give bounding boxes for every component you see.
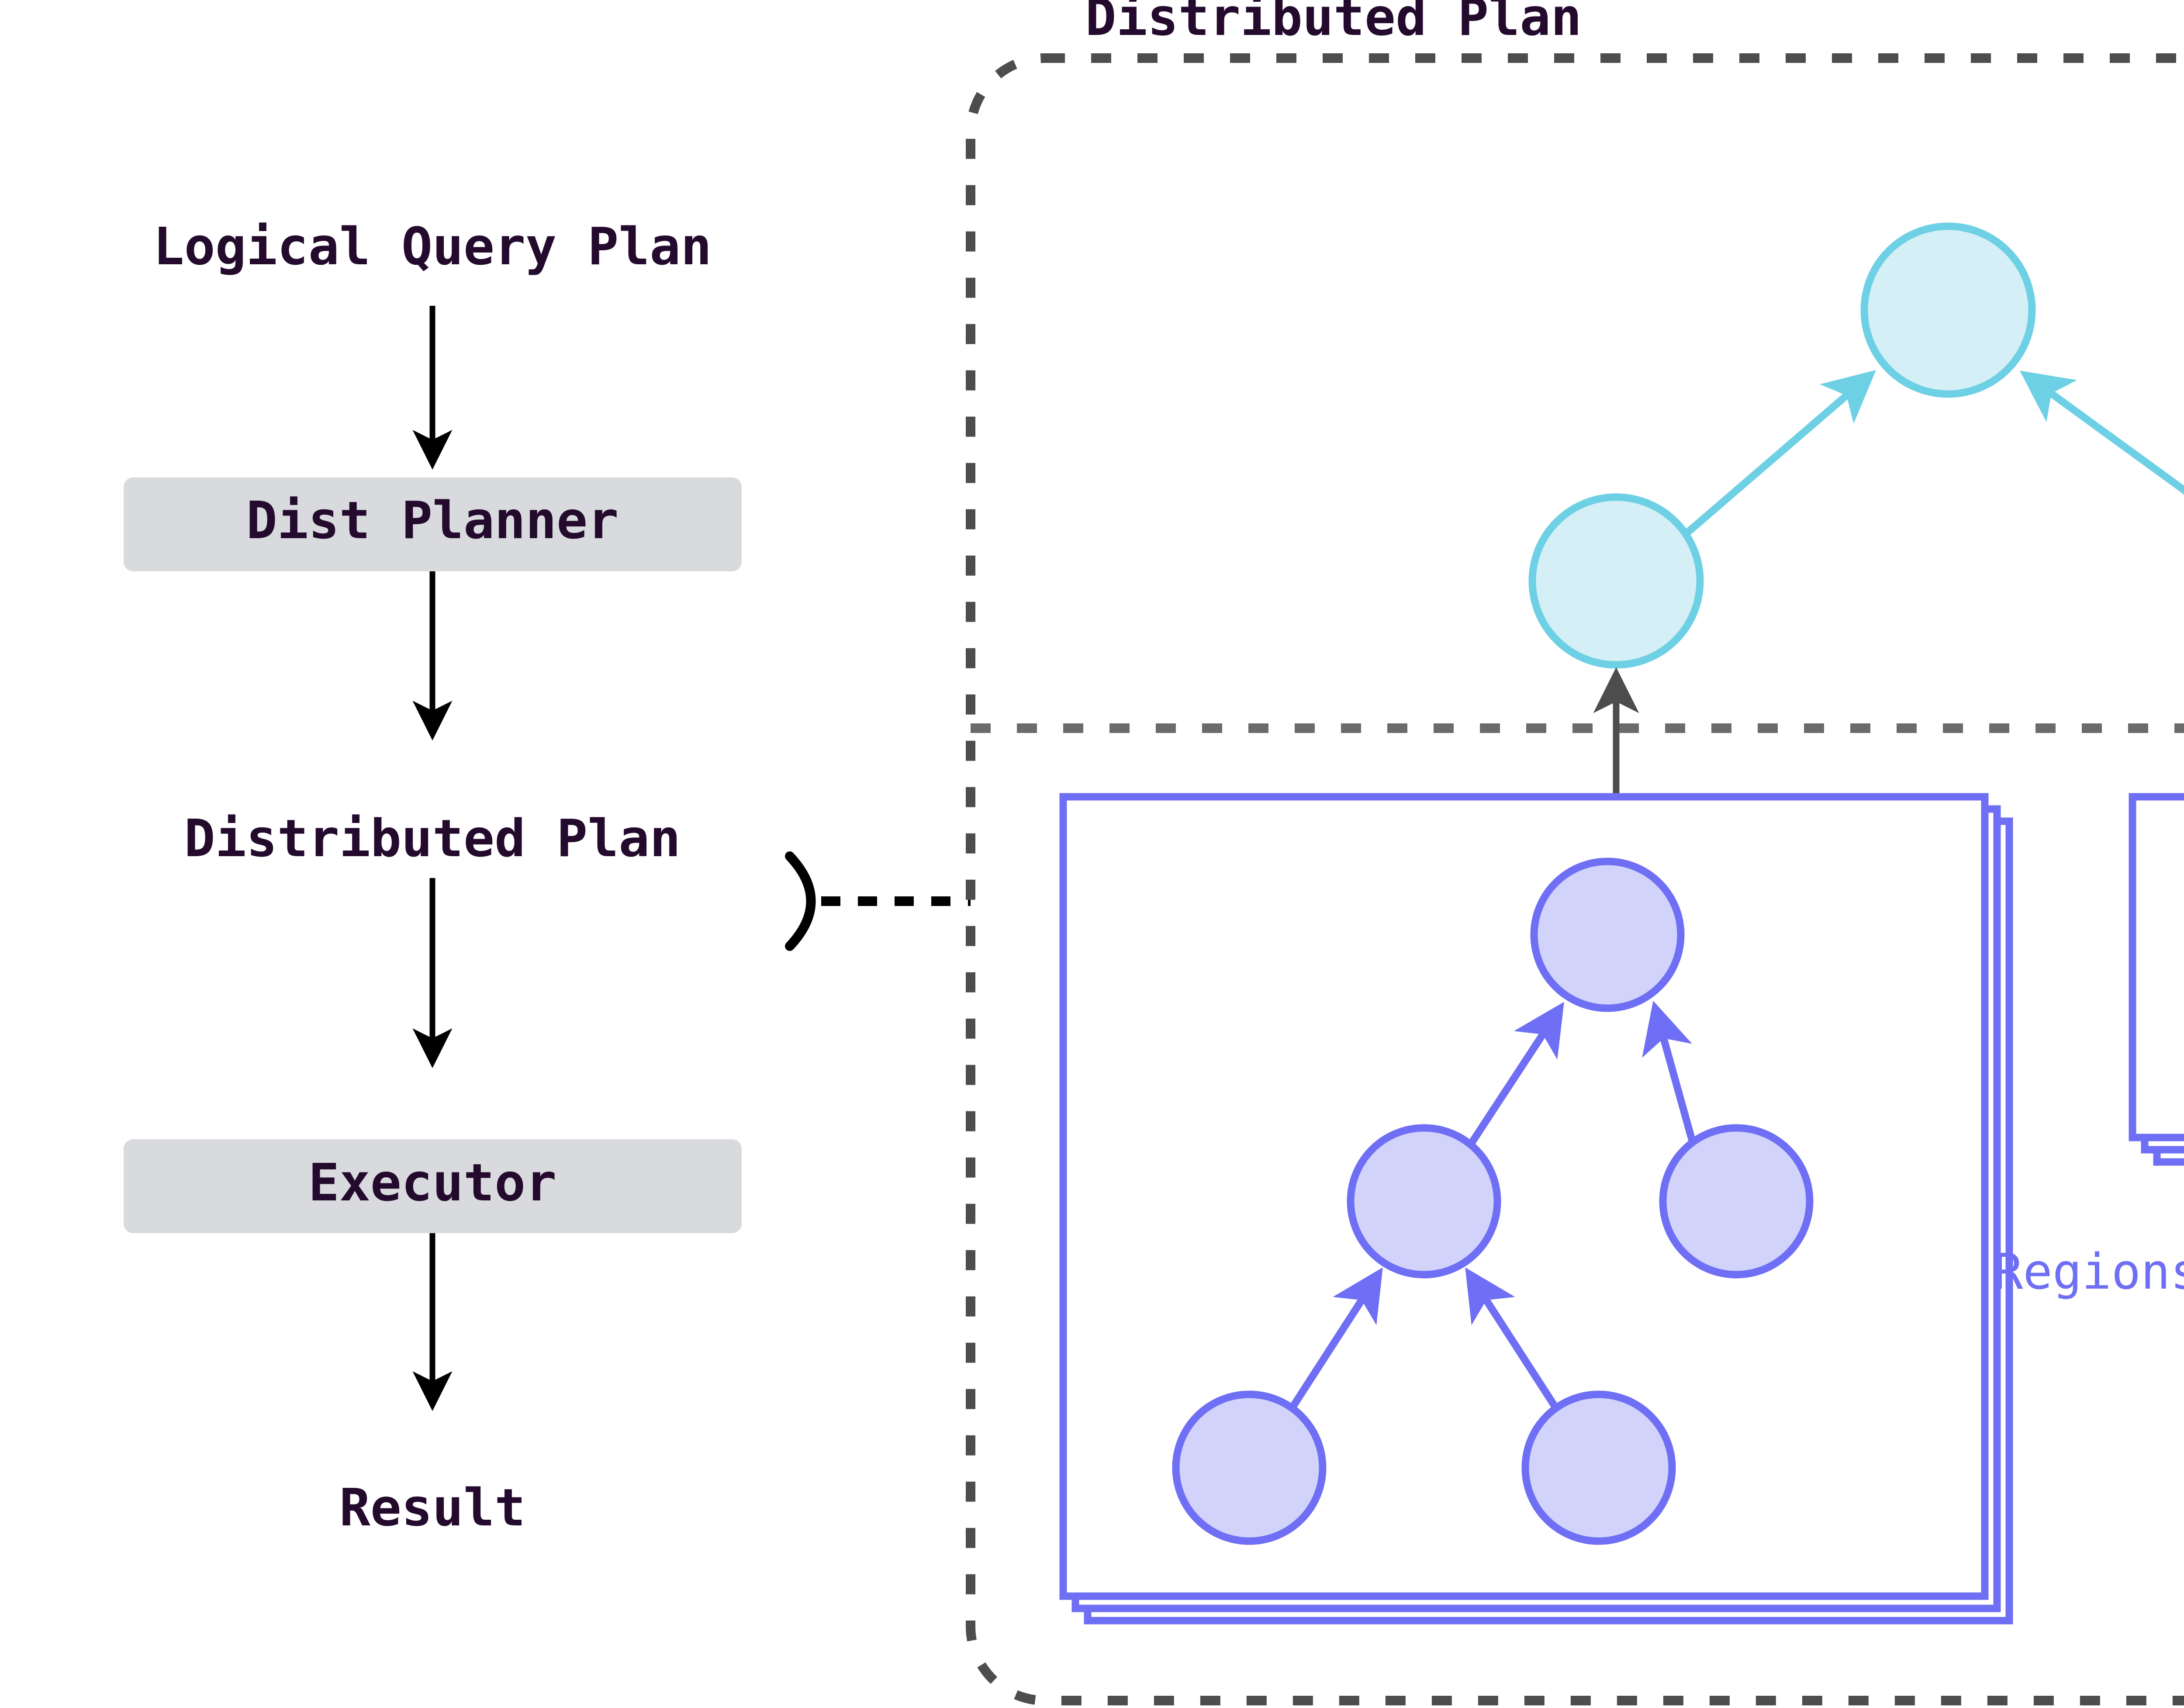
edge-left-leaf-right-to-mid (1465, 1267, 1559, 1409)
frontend-left-leaf-node[interactable] (1528, 493, 1704, 669)
edge-frontend-right-to-root (2019, 370, 2184, 495)
distributed-plan-brace (785, 851, 816, 951)
left-region-mid-left-node[interactable] (1347, 1124, 1501, 1279)
container-title: Distributed Plan (1085, 0, 1582, 47)
distributed-plan-container (966, 53, 2184, 1705)
left-region-mid-right-node[interactable] (1659, 1124, 1814, 1279)
edge-left-mid-left-to-root (1469, 1002, 1564, 1144)
distributed-plan-label: Distributed Plan (184, 808, 681, 868)
edge-frontend-left-to-root (1678, 370, 1876, 542)
edge-left-mid-right-to-root (1642, 1000, 1697, 1144)
executor-label: Executor (308, 1152, 556, 1213)
edge-left-leaf-left-to-mid (1289, 1267, 1383, 1409)
frontend-root-node[interactable] (1860, 222, 2036, 398)
executor-box[interactable] (124, 1139, 742, 1233)
dist-planner-label: Dist Planner (246, 490, 619, 550)
dist-planner-box[interactable] (124, 477, 742, 571)
left-region-root-node[interactable] (1530, 857, 1685, 1012)
logical-query-plan-label: Logical Query Plan (153, 216, 712, 277)
region-stack-right-layer1[interactable] (2129, 793, 2184, 1141)
result-label: Result (339, 1477, 525, 1538)
left-region-leaf-right-node[interactable] (1521, 1390, 1676, 1545)
regions-label: Regions (1994, 1244, 2184, 1300)
left-region-leaf-left-node[interactable] (1172, 1390, 1327, 1545)
